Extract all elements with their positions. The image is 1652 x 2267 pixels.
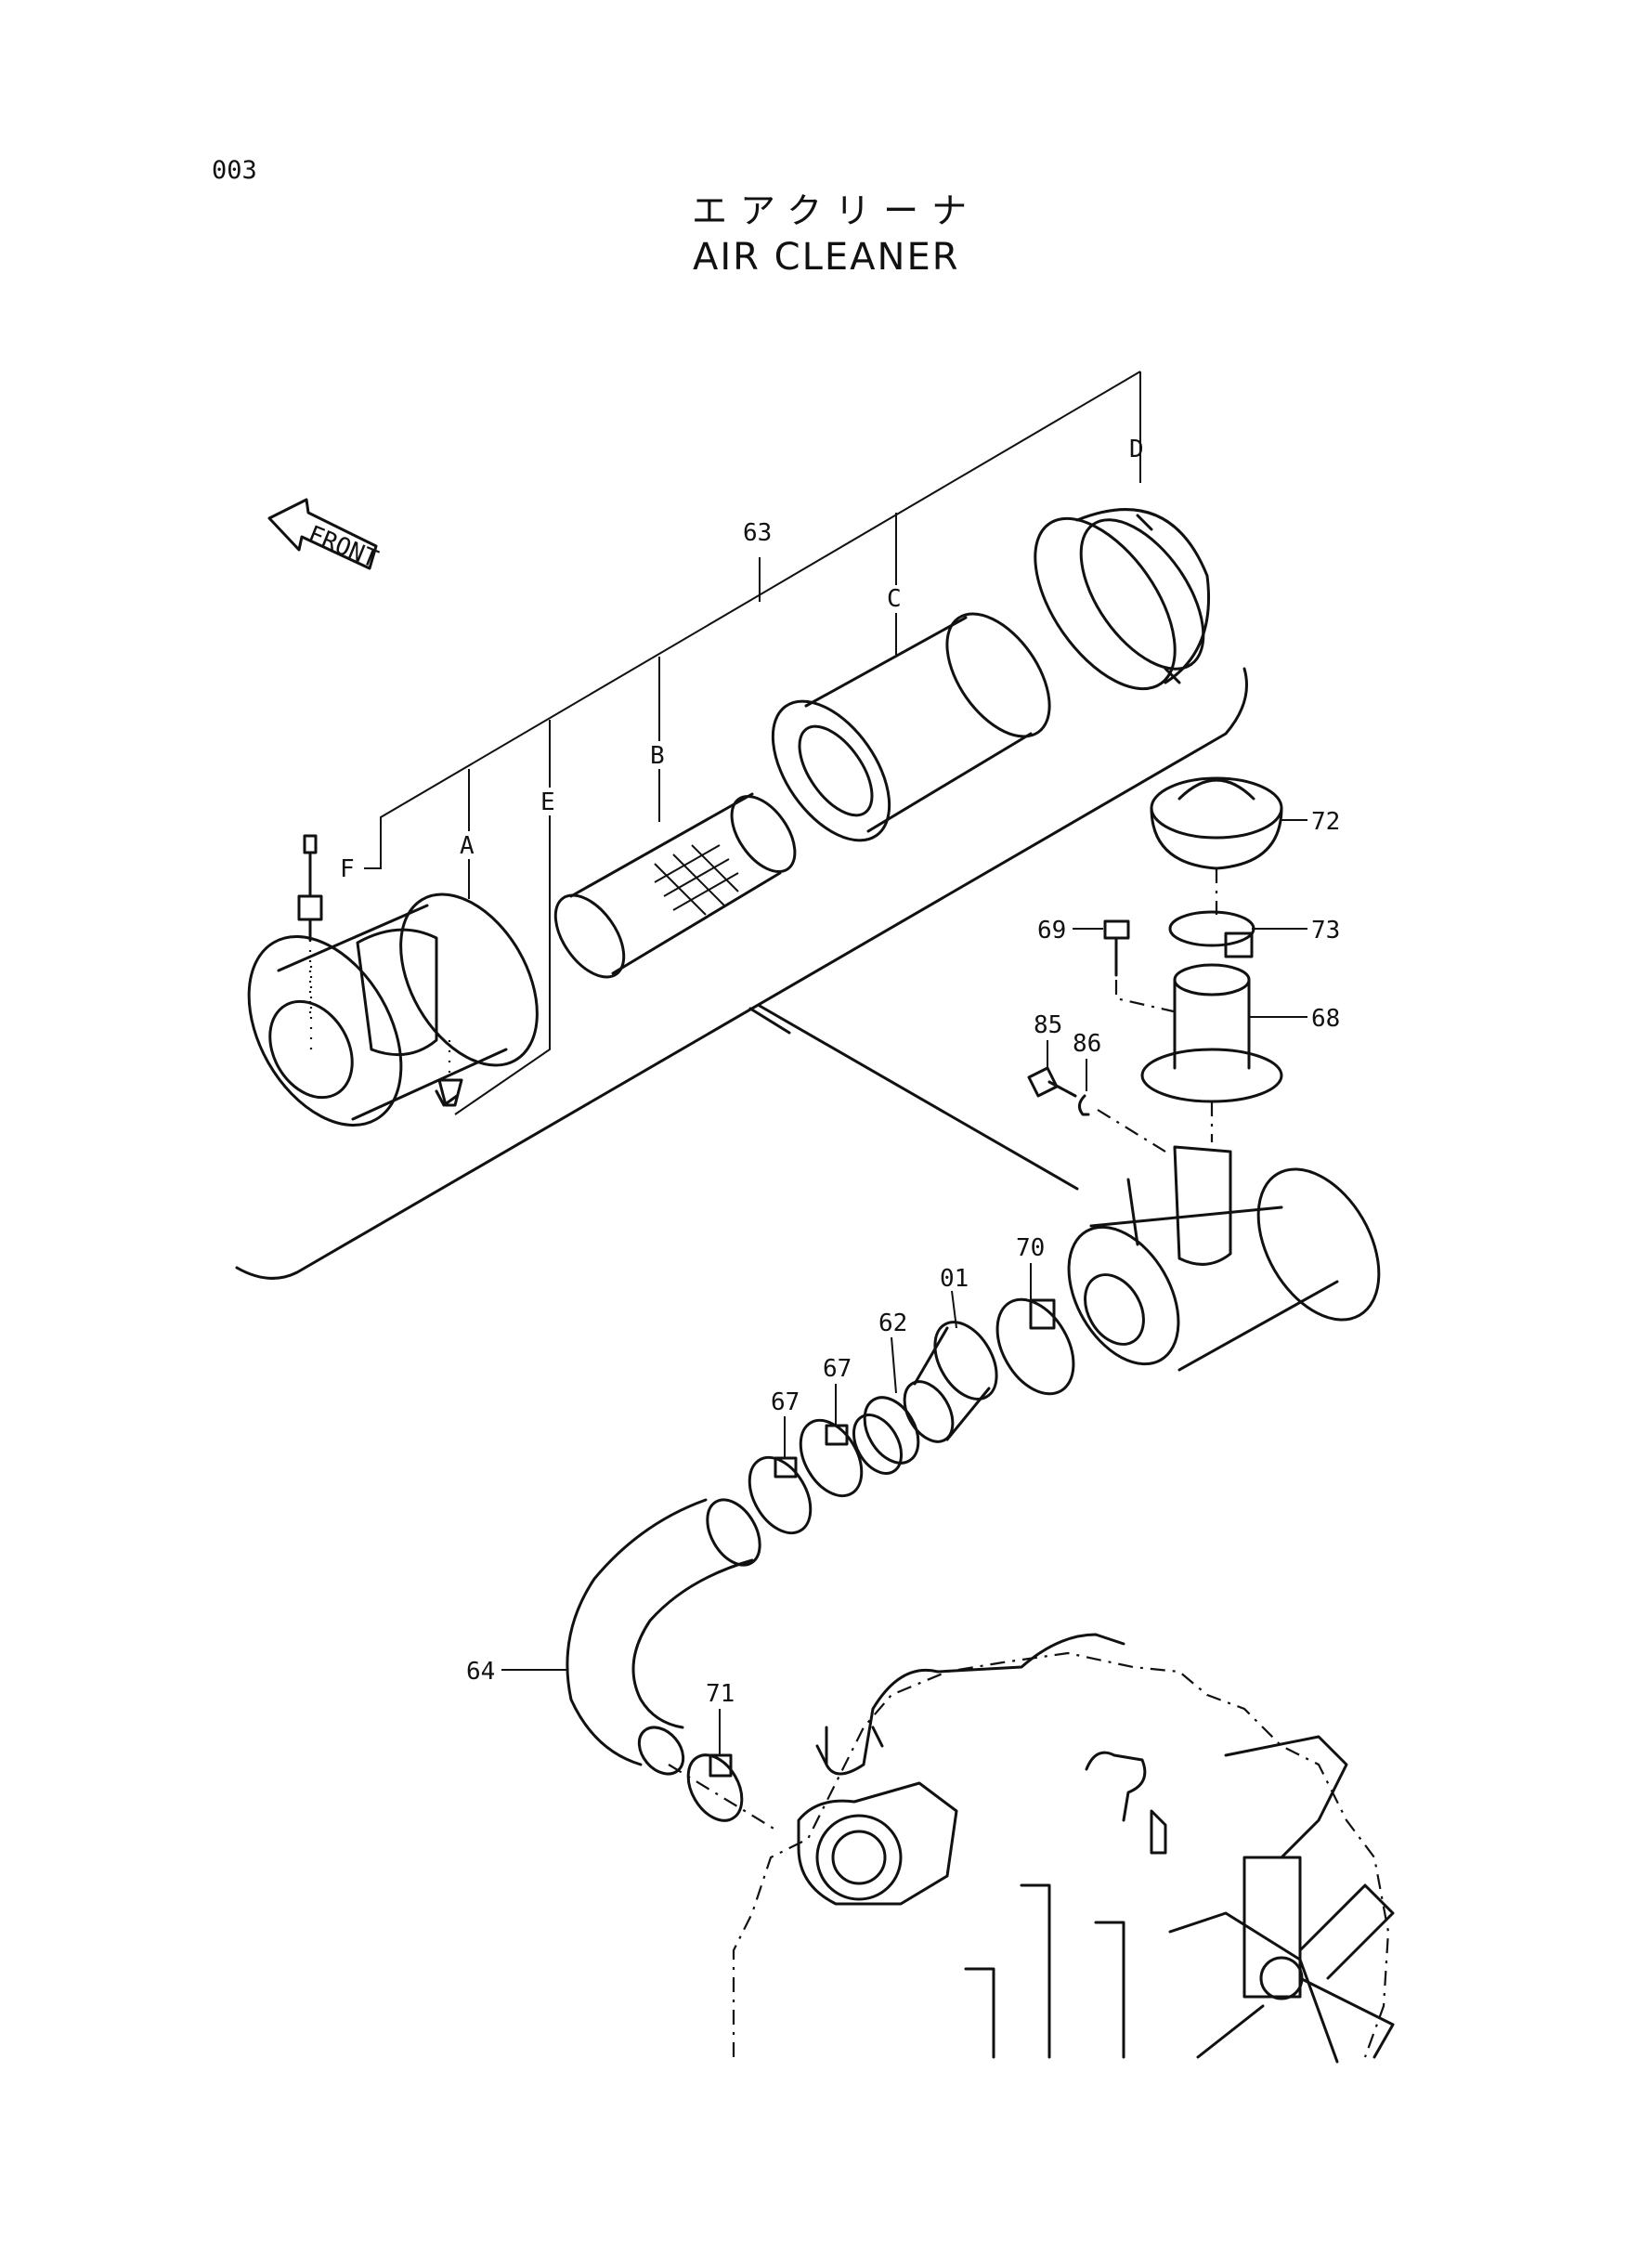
part-71-clamp [668, 1709, 776, 1831]
label-part-01: 01 [940, 1265, 969, 1293]
label-part-85: 85 [1034, 1011, 1062, 1039]
label-part-67-upper: 67 [823, 1355, 852, 1383]
assembly-63-leader [364, 371, 1141, 1115]
label-part-62: 62 [878, 1309, 907, 1337]
label-part-f: F [340, 855, 355, 883]
assembled-air-cleaner [1067, 1145, 1381, 1372]
engine-outline [732, 1633, 1395, 2064]
label-part-67-lower: 67 [771, 1388, 800, 1416]
label-part-70: 70 [1016, 1234, 1045, 1262]
part-e-drain-valve [437, 1040, 463, 1107]
inset-panel-border [235, 667, 1248, 1280]
label-part-69: 69 [1037, 917, 1066, 945]
label-assembly-63: 63 [743, 519, 772, 547]
part-70-clamp [995, 1263, 1075, 1396]
label-part-86: 86 [1073, 1030, 1101, 1058]
leader-inset-to-assembly [758, 1004, 1079, 1191]
label-part-b: B [650, 742, 665, 770]
part-a-housing [247, 892, 539, 1127]
part-64-hose [501, 1498, 761, 1776]
label-part-68: 68 [1311, 1005, 1340, 1033]
part-67-clamp-2 [748, 1416, 813, 1535]
label-part-a: A [460, 832, 475, 860]
part-72-cap [1150, 776, 1307, 870]
part-69-bolt [1073, 919, 1178, 1014]
part-01-reducer [903, 1290, 998, 1443]
part-68-pipe [1140, 963, 1307, 1103]
part-86-washer [1078, 1059, 1166, 1153]
part-67-clamp-1 [799, 1384, 864, 1498]
part-f-indicator [297, 834, 323, 1022]
label-part-c: C [887, 585, 902, 613]
part-62-ring [852, 1336, 920, 1475]
label-part-73: 73 [1311, 917, 1340, 945]
label-part-72: 72 [1311, 808, 1340, 836]
label-part-e: E [540, 788, 555, 816]
part-c-outer-element [771, 612, 1051, 842]
part-d-end-cap [1034, 508, 1211, 691]
front-arrow-icon: FRONT [267, 498, 383, 574]
label-part-64: 64 [466, 1658, 495, 1686]
title-japanese: エアクリーナ [692, 190, 981, 231]
label-part-d: D [1129, 436, 1144, 463]
title-english: AIR CLEANER [693, 236, 960, 279]
part-85-bolt [1027, 1040, 1077, 1098]
part-b-inner-element [553, 792, 797, 979]
page-number: 003 [212, 156, 257, 185]
part-73-clamp [1168, 910, 1307, 958]
label-part-71: 71 [706, 1680, 735, 1708]
